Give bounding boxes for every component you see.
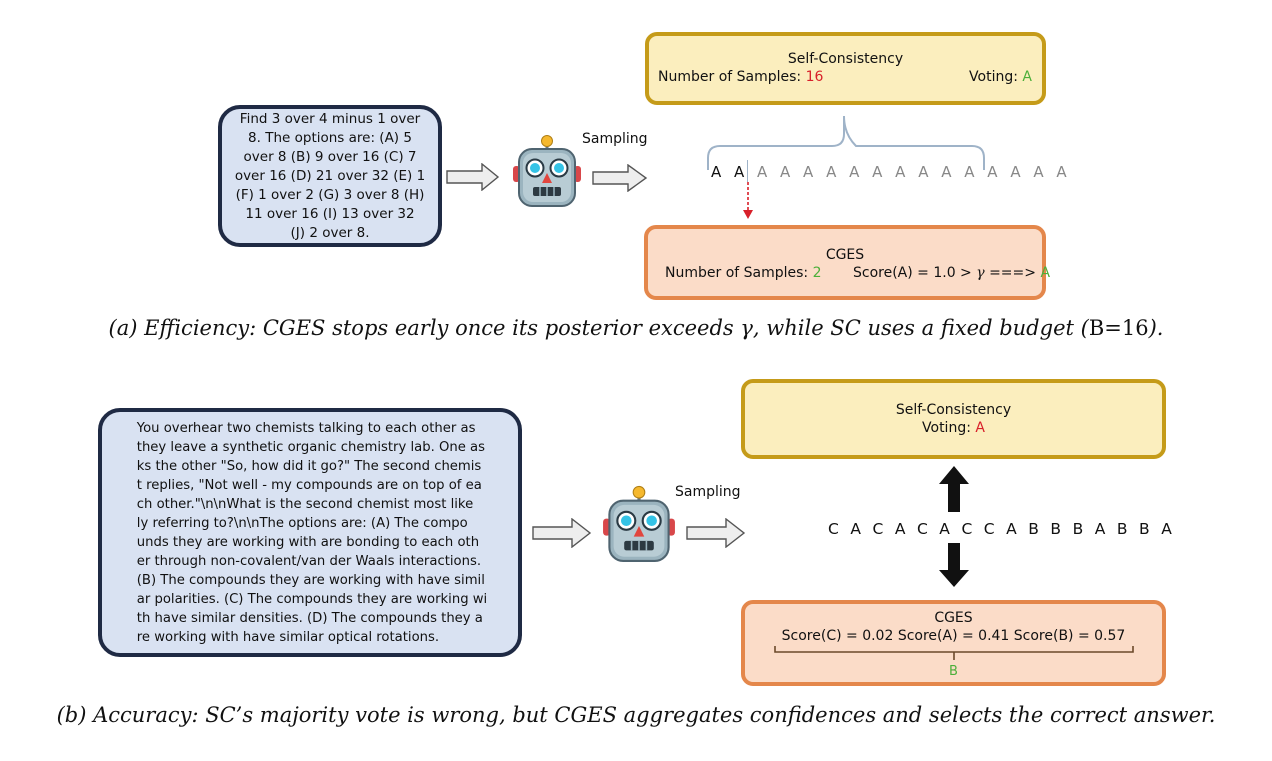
robot-icon: [603, 485, 675, 562]
caption-a-suffix: ).: [1148, 316, 1164, 340]
question-line: t replies, "Not well - my compounds are …: [136, 477, 482, 493]
self-consistency-box-b: Self-Consistency Voting: A: [741, 379, 1166, 459]
self-consistency-box-a: Self-Consistency Number of Samples: 16 V…: [645, 32, 1046, 105]
question-text-b: You overhear two chemists talking to eac…: [133, 419, 487, 647]
question-line: 11 over 16 (I) 13 over 32: [245, 205, 415, 222]
cges-box-b: CGES Score(C) = 0.02 Score(A) = 0.41 Sco…: [741, 600, 1166, 686]
question-line: (B) The compounds they are working with …: [136, 572, 485, 588]
caption-a: (a) Efficiency: CGES stops early once it…: [0, 316, 1272, 340]
sc-title-a: Self-Consistency: [787, 51, 904, 67]
question-line: ch other."\n\nWhat is the second chemist…: [136, 496, 474, 512]
cges-result-b: B: [949, 664, 958, 679]
question-line: ly referring to?\n\nThe options are: (A)…: [136, 515, 468, 531]
cges-title-b: CGES: [934, 610, 973, 626]
question-line: over 16 (D) 21 over 32 (E) 1: [234, 167, 426, 184]
robot-icon: [513, 135, 581, 207]
caption-a-gamma: γ: [740, 316, 753, 340]
sc-voting-a: Voting: A: [969, 69, 1032, 85]
sc-samples-label: Number of Samples:: [658, 69, 806, 85]
sc-samples-a: Number of Samples: 16: [658, 69, 823, 85]
remaining-samples: A A A A A A A A A A A A A A: [757, 163, 1071, 181]
caption-a-mid: , while SC uses a fixed budget (: [752, 316, 1089, 340]
cges-scores-b: Score(C) = 0.02 Score(A) = 0.41 Score(B)…: [781, 628, 1126, 644]
question-line: er through non-covalent/van der Waals in…: [136, 553, 482, 569]
cges-score-text: Score(A) = 1.0 >: [853, 265, 977, 281]
sc-title-b: Self-Consistency: [895, 402, 1012, 418]
question-line: over 8 (B) 9 over 16 (C) 7: [243, 148, 417, 165]
question-box-b: You overhear two chemists talking to eac…: [98, 408, 522, 657]
question-line: (J) 2 over 8.: [290, 224, 370, 241]
question-line: Find 3 over 4 minus 1 over: [239, 110, 421, 127]
question-line: re working with have similar optical rot…: [136, 629, 440, 645]
sampling-label-b: Sampling: [675, 484, 741, 500]
cges-title-a: CGES: [825, 247, 865, 263]
sc-samples-value: 16: [805, 69, 824, 85]
question-line: (F) 1 over 2 (G) 3 over 8 (H): [235, 186, 425, 203]
cges-arrow-text: ===>: [984, 265, 1041, 281]
hollow-arrow-icon: [686, 518, 746, 548]
cges-samples-a: Number of Samples: 2: [665, 265, 822, 281]
brace-icon: [707, 115, 985, 170]
question-line: they leave a synthetic organic chemistry…: [136, 439, 485, 455]
cges-score-a: Score(A) = 1.0 > γ ===> A: [853, 265, 1050, 281]
hollow-arrow-icon: [446, 163, 500, 191]
hollow-arrow-icon: [592, 164, 648, 192]
divider: [747, 160, 748, 182]
sc-voting-label: Voting:: [969, 69, 1023, 85]
sc-voting-value: A: [975, 420, 985, 436]
thick-up-arrow-icon: [939, 466, 969, 512]
question-line: ks the other "So, how did it go?" The se…: [136, 458, 482, 474]
sc-voting-b: Voting: A: [745, 420, 1162, 436]
sc-voting-label: Voting:: [922, 420, 976, 436]
caption-a-prefix: (a) Efficiency: CGES stops early once it…: [108, 316, 741, 340]
early-samples: A A: [711, 163, 749, 181]
question-text-a: Find 3 over 4 minus 1 over 8. The option…: [235, 110, 425, 243]
stop-arrow-icon: [743, 182, 753, 219]
brace-icon: [774, 646, 1134, 660]
question-line: You overhear two chemists talking to eac…: [136, 420, 476, 436]
cges-box-a: CGES Number of Samples: 2 Score(A) = 1.0…: [644, 225, 1050, 300]
caption-a-budget: B=16: [1088, 316, 1149, 340]
sampling-label-a: Sampling: [582, 131, 648, 147]
cges-samples-value: 2: [812, 265, 822, 281]
question-line: th have similar densities. (D) The compo…: [136, 610, 483, 626]
question-line: unds they are working with are bonding t…: [136, 534, 480, 550]
hollow-arrow-icon: [532, 518, 592, 548]
caption-b: (b) Accuracy: SC’s majority vote is wron…: [56, 703, 1216, 727]
question-box-a: Find 3 over 4 minus 1 over 8. The option…: [218, 105, 442, 247]
sc-voting-value: A: [1022, 69, 1032, 85]
cges-samples-label: Number of Samples:: [665, 265, 813, 281]
thick-down-arrow-icon: [939, 543, 969, 587]
question-line: ar polarities. (C) The compounds they ar…: [136, 591, 488, 607]
cges-result-a: A: [1040, 265, 1051, 281]
question-line: 8. The options are: (A) 5: [248, 129, 412, 146]
cges-gamma: γ: [976, 265, 985, 281]
sample-sequence-b: C A C A C A C C A B B B A B B A: [828, 520, 1176, 538]
